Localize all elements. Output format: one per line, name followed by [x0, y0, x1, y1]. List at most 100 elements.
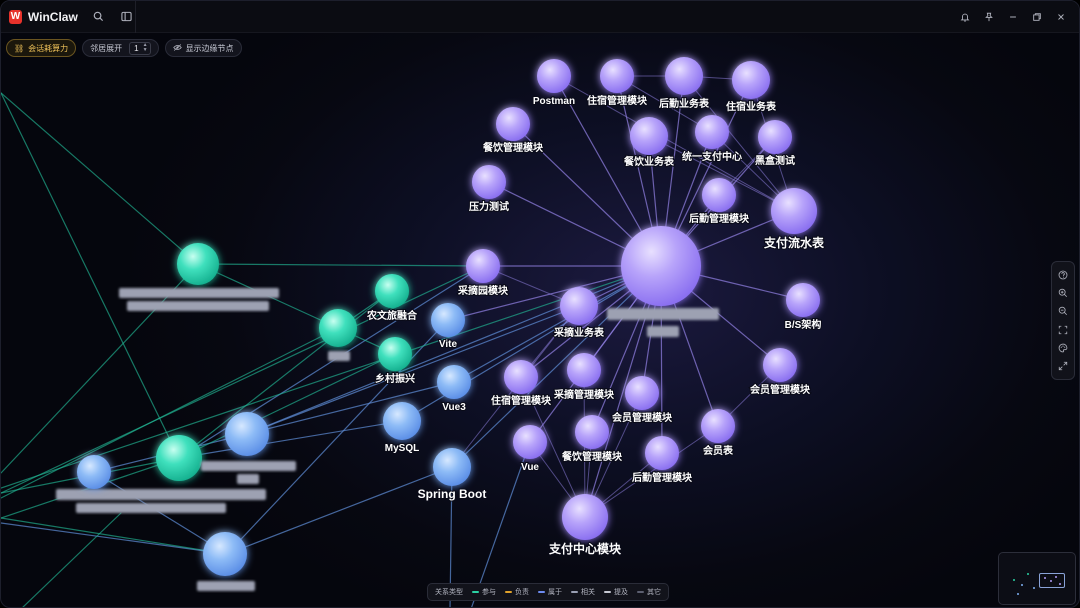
node-mysql[interactable]: MySQL	[383, 402, 421, 455]
graph-nodes: Postman 住宿管理模块 后勤业务表 住宿业务表 餐饮管理模块 餐饮业务表 …	[56, 57, 826, 591]
legend-item-belongs[interactable]: 属于	[538, 587, 562, 597]
legend-item-responsible[interactable]: 负责	[505, 587, 529, 597]
svg-text:MySQL: MySQL	[385, 443, 419, 454]
node-springboot[interactable]: Spring Boot	[417, 448, 487, 502]
link-icon: ⛓	[14, 43, 25, 53]
node-vite[interactable]: Vite	[431, 303, 465, 351]
neighbor-expand-stepper[interactable]: 1 ▲▼	[129, 41, 151, 55]
svg-text:农文旅融合: 农文旅融合	[366, 309, 418, 322]
node-cyglmk-1[interactable]: 餐饮管理模块	[481, 107, 545, 155]
stepper-arrows-icon[interactable]: ▲▼	[142, 42, 148, 53]
node-czymk[interactable]: 采摘园模块	[456, 249, 510, 298]
svg-text:住宿业务表: 住宿业务表	[726, 100, 777, 113]
compute-usage-chip[interactable]: ⛓ 会话耗算力	[6, 39, 77, 57]
node-bs[interactable]: B/S架构	[784, 283, 822, 332]
relation-type-legend: 关系类型 参与 负责 属于 相关 提及 其它	[427, 583, 669, 601]
svg-text:后勤管理模块: 后勤管理模块	[689, 212, 750, 225]
node-xczx[interactable]: 乡村振兴	[374, 337, 416, 386]
node-hqglmk-1[interactable]: 后勤管理模块	[688, 178, 751, 226]
neighbor-expand-label: 邻居展开	[90, 43, 123, 53]
close-icon[interactable]	[1053, 8, 1069, 26]
palette-icon[interactable]	[1055, 340, 1071, 356]
node-hhcs[interactable]: 黑盒测试	[754, 120, 796, 168]
node-blue-2[interactable]	[77, 455, 111, 489]
svg-text:Spring Boot: Spring Boot	[418, 487, 487, 501]
node-zsglmk-2[interactable]: 住宿管理模块	[490, 360, 553, 408]
sidebar-toggle-icon[interactable]	[118, 8, 135, 26]
node-hqywb[interactable]: 后勤业务表	[658, 57, 711, 111]
node-teal-1[interactable]	[119, 243, 279, 311]
zoom-in-icon[interactable]	[1055, 285, 1071, 301]
node-hyglmk-2[interactable]: 会员管理模块	[611, 376, 674, 425]
svg-text:Postman: Postman	[533, 96, 575, 107]
svg-text:采摘园模块: 采摘园模块	[457, 284, 509, 297]
legend-item-participate[interactable]: 参与	[472, 587, 496, 597]
svg-text:采摘业务表: 采摘业务表	[553, 326, 605, 339]
node-teal-3[interactable]	[56, 435, 266, 513]
svg-text:采摘管理模块: 采摘管理模块	[553, 388, 615, 401]
title-bar: W WinClaw	[1, 1, 1079, 33]
knowledge-graph-canvas[interactable]: Postman 住宿管理模块 后勤业务表 住宿业务表 餐饮管理模块 餐饮业务表 …	[1, 33, 1080, 608]
node-tyzfzx[interactable]: 统一支付中心	[681, 115, 743, 164]
svg-text:黑盒测试: 黑盒测试	[755, 154, 795, 167]
minimap-viewport[interactable]	[1039, 573, 1065, 588]
svg-text:会员管理模块: 会员管理模块	[750, 383, 811, 396]
search-icon[interactable]	[90, 8, 107, 26]
restore-icon[interactable]	[1029, 8, 1045, 26]
show-edge-nodes-label: 显示边缘节点	[185, 43, 234, 53]
node-postman[interactable]: Postman	[532, 59, 576, 108]
svg-text:支付流水表: 支付流水表	[763, 235, 825, 250]
node-teal-2[interactable]	[319, 309, 357, 361]
svg-text:会员表: 会员表	[703, 444, 734, 457]
node-hyglmk-1[interactable]: 会员管理模块	[749, 348, 812, 397]
node-vue3[interactable]: Vue3	[437, 365, 471, 414]
node-zsywb[interactable]: 住宿业务表	[725, 61, 778, 114]
legend-item-other[interactable]: 其它	[637, 587, 661, 597]
legend-item-related[interactable]: 相关	[571, 587, 595, 597]
svg-text:压力测试: 压力测试	[469, 200, 509, 213]
svg-text:乡村振兴: 乡村振兴	[375, 372, 415, 385]
node-zfzxmk[interactable]: 支付中心模块	[547, 494, 623, 557]
svg-text:会员管理模块: 会员管理模块	[612, 411, 673, 424]
pin-icon[interactable]	[981, 8, 997, 26]
svg-text:支付中心模块: 支付中心模块	[548, 541, 622, 556]
svg-text:后勤管理模块: 后勤管理模块	[632, 471, 693, 484]
node-hub[interactable]	[607, 226, 719, 337]
node-nwlyrh[interactable]: 农文旅融合	[365, 274, 419, 323]
legend-title: 关系类型	[435, 589, 463, 596]
app-name: WinClaw	[27, 9, 78, 24]
graph-side-tools	[1051, 261, 1075, 380]
expand-arrows-icon[interactable]	[1055, 358, 1071, 374]
svg-text:统一支付中心: 统一支付中心	[682, 150, 742, 163]
node-vue[interactable]: Vue	[513, 425, 547, 474]
eye-off-icon	[172, 43, 182, 53]
node-hyb[interactable]: 会员表	[701, 409, 735, 458]
node-czywb[interactable]: 采摘业务表	[552, 287, 606, 340]
node-zflsb[interactable]: 支付流水表	[762, 188, 826, 251]
neighbor-expand-value[interactable]: 1	[134, 43, 139, 53]
node-cyywb[interactable]: 餐饮业务表	[622, 117, 676, 169]
brand: W WinClaw	[1, 1, 136, 33]
node-blue-1[interactable]	[201, 412, 296, 484]
node-hqglmk-2[interactable]: 后勤管理模块	[631, 436, 694, 485]
node-czglmk[interactable]: 采摘管理模块	[552, 353, 616, 402]
node-zsglmk-1[interactable]: 住宿管理模块	[586, 59, 649, 108]
svg-text:餐饮管理模块: 餐饮管理模块	[482, 141, 544, 154]
node-ylcs[interactable]: 压力测试	[468, 165, 510, 214]
svg-text:餐饮管理模块: 餐饮管理模块	[561, 450, 623, 463]
legend-item-mentions[interactable]: 提及	[604, 587, 628, 597]
node-cyglmk-2[interactable]: 餐饮管理模块	[560, 415, 624, 464]
svg-text:B/S架构: B/S架构	[785, 318, 822, 331]
svg-text:餐饮业务表: 餐饮业务表	[623, 155, 675, 168]
svg-text:Vue: Vue	[521, 462, 539, 473]
help-icon[interactable]	[1055, 267, 1071, 283]
fit-view-icon[interactable]	[1055, 322, 1071, 338]
node-blue-3[interactable]	[197, 532, 255, 591]
zoom-out-icon[interactable]	[1055, 303, 1071, 319]
svg-text:Vue3: Vue3	[442, 402, 466, 413]
show-edge-nodes-toggle[interactable]: 显示边缘节点	[164, 39, 242, 57]
graph-minimap[interactable]	[998, 552, 1076, 605]
bell-icon[interactable]	[957, 8, 973, 26]
minimize-icon[interactable]	[1005, 8, 1021, 26]
